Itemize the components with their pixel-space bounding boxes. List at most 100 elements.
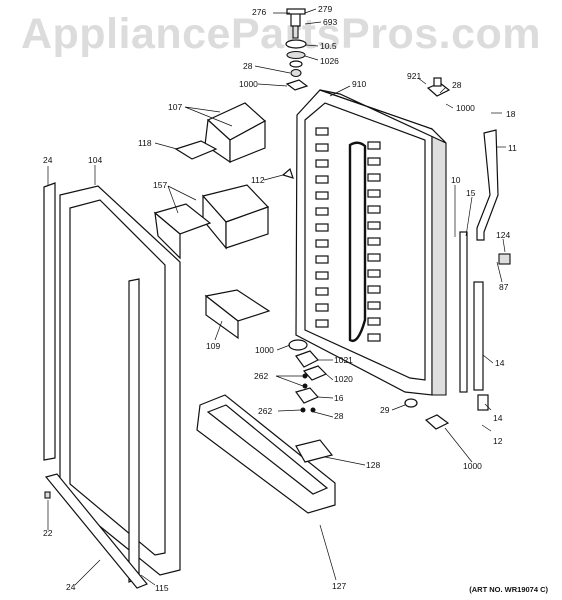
liner-rib-right (367, 317, 381, 326)
callout-109: 109 (206, 341, 221, 351)
top-hinge-assembly (285, 8, 309, 91)
callout-276: 276 (252, 7, 267, 17)
bin-157b-side-part (154, 211, 181, 260)
cover-118-part (174, 140, 218, 160)
callout-11: 11 (508, 143, 517, 153)
bracket-124-part (498, 253, 511, 265)
callout-14-lower: 14 (493, 413, 503, 423)
hinge-cap-part (286, 8, 306, 15)
liner-rib-right (367, 301, 381, 310)
spacer-part (289, 60, 303, 68)
gasket-24-bottom-part (44, 473, 148, 589)
callout-28-top-right: 28 (452, 80, 462, 90)
liner-rib-left (315, 207, 329, 216)
callout-118: 118 (138, 138, 152, 148)
callout-107: 107 (168, 102, 183, 112)
callout-1000-top: 1000 (239, 79, 258, 89)
callout-279: 279 (318, 4, 333, 14)
screw-262c-part (300, 407, 306, 413)
liner-rib-left (315, 319, 329, 328)
liner-rib-left (315, 191, 329, 200)
callout-28-top-left: 28 (243, 61, 253, 71)
callout-1026: 1026 (320, 56, 339, 66)
callout-104: 104 (88, 155, 103, 165)
bracket-1020-part (302, 365, 328, 381)
clip-112-part (281, 167, 294, 179)
liner-rib-right (367, 269, 381, 278)
liner-rib-left (315, 239, 329, 248)
screw-262b-part (302, 383, 308, 389)
liner-divider-part (348, 141, 367, 342)
plug-29-part (404, 398, 418, 408)
bushing-part (286, 50, 306, 60)
door-assembly (295, 89, 447, 396)
callout-115: 115 (155, 583, 169, 593)
callout-12: 12 (493, 436, 503, 446)
callout-1000-mid: 1000 (255, 345, 274, 355)
callout-29: 29 (380, 405, 390, 415)
callout-16: 16 (334, 393, 344, 403)
liner-rib-right (367, 253, 381, 262)
liner-rib-left (315, 127, 329, 136)
door-panel-inner-part (69, 199, 166, 556)
liner-rib-right (367, 237, 381, 246)
callout-22: 22 (43, 528, 53, 538)
callout-1020: 1020 (334, 374, 353, 384)
washer-part (285, 39, 307, 49)
rail-15-part (459, 231, 468, 393)
liner-rib-right (367, 205, 381, 214)
cap-1000-bottom-part (424, 414, 450, 430)
hinge-cover-part (285, 79, 309, 91)
shelf-bar-assembly (196, 394, 336, 514)
callout-18: 18 (506, 109, 516, 119)
liner-rib-right (367, 189, 381, 198)
bins (153, 102, 294, 340)
screw-262a-part (302, 373, 308, 379)
bin-107-front-part (229, 119, 266, 163)
gasket-parts (43, 182, 181, 589)
liner-rib-left (315, 223, 329, 232)
art-number: (ART NO. WR19074 C) (469, 585, 548, 594)
door-top-edge-part (319, 89, 447, 144)
callout-24-bottom: 24 (66, 582, 76, 592)
liner-rib-right (367, 333, 381, 342)
rail-parts (404, 77, 511, 430)
watermark: AppliancePartsPros.com (20, 10, 541, 58)
screw-top-part (290, 68, 302, 78)
liner-rib-left (315, 175, 329, 184)
callout-24-top: 24 (43, 155, 53, 165)
liner-rib-left (315, 143, 329, 152)
bin-109-side-part (205, 294, 239, 340)
liner-rib-right (367, 141, 381, 150)
liner-rib-left (315, 287, 329, 296)
bracket-16-part (295, 387, 320, 404)
callout-157: 157 (153, 180, 168, 190)
liner-rib-left (315, 271, 329, 280)
callout-127: 127 (332, 581, 347, 591)
callout-921: 921 (407, 71, 422, 81)
callout-10: 10 (451, 175, 461, 185)
rail-14-part (473, 281, 484, 391)
callout-112: 112 (251, 175, 265, 185)
callout-693: 693 (323, 17, 338, 27)
bolt-28-part (433, 77, 442, 87)
callout-87: 87 (499, 282, 509, 292)
divider-128-part (295, 439, 334, 463)
door-edge-part (431, 127, 447, 396)
liner-rib-left (315, 303, 329, 312)
callout-1021: 1021 (334, 355, 353, 365)
callout-262-upper: 262 (254, 371, 269, 381)
liner-rib-right (367, 157, 381, 166)
callout-128: 128 (366, 460, 381, 470)
screw-28-part (310, 407, 316, 413)
callout-28-lower: 28 (334, 411, 344, 421)
liner-rib-right (367, 221, 381, 230)
lower-bracket-part (477, 394, 489, 411)
liner-ribs (315, 127, 381, 342)
liner-rib-left (315, 255, 329, 264)
lower-hinge-assembly (288, 339, 328, 413)
liner-rib-right (367, 285, 381, 294)
callout-124: 124 (496, 230, 511, 240)
